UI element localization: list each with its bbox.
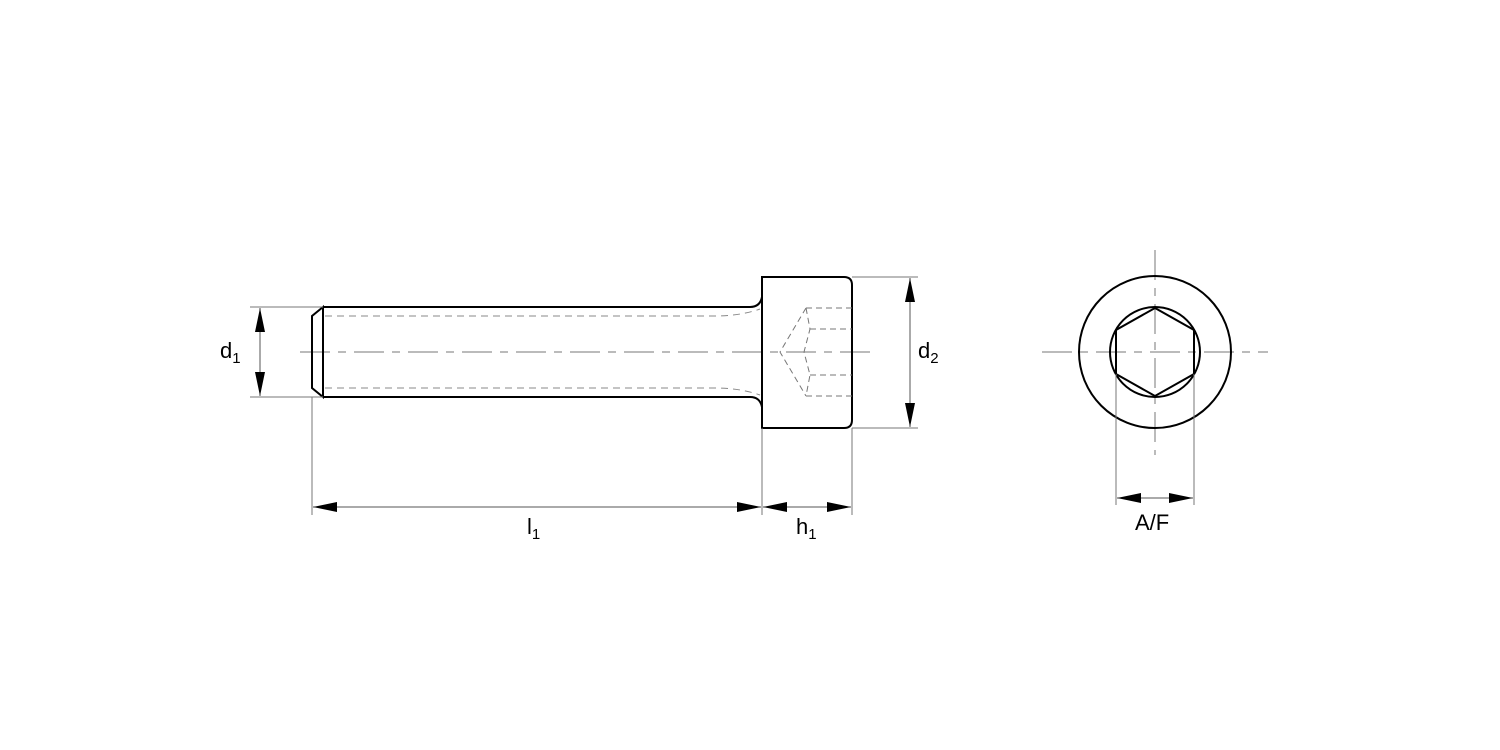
l1-label: l1 <box>527 514 541 543</box>
h1-label: h1 <box>796 514 817 543</box>
hex-socket <box>1115 306 1195 398</box>
head-outline <box>761 276 853 429</box>
head-outer-circle <box>1078 275 1232 429</box>
thread-line-bottom <box>325 387 761 396</box>
end-view <box>1042 250 1268 505</box>
extension-lines <box>250 276 918 515</box>
thread-line-top <box>325 308 761 317</box>
d2-label: d2 <box>918 338 939 367</box>
af-label: A/F <box>1135 510 1170 535</box>
d1-label: d1 <box>220 338 241 367</box>
side-view <box>250 276 918 515</box>
socket-hidden-lines <box>779 307 852 397</box>
